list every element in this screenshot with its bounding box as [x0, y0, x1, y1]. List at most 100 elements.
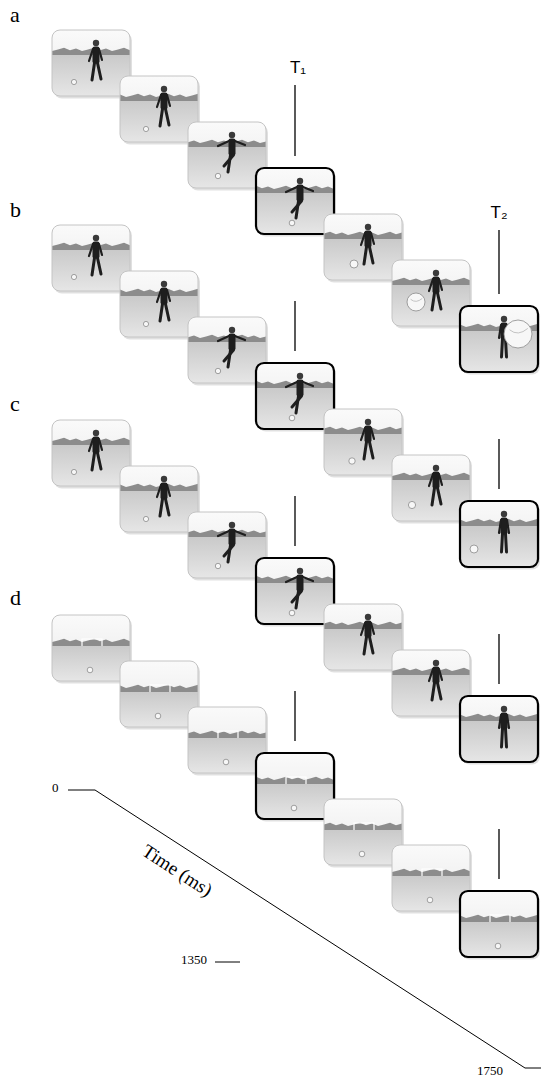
- tree-line: [460, 519, 538, 526]
- t2-marker: [498, 634, 499, 684]
- player-leg: [502, 534, 503, 552]
- field: [256, 387, 334, 429]
- target-frame-border: [256, 168, 334, 234]
- player-head: [229, 327, 235, 333]
- tree-line: [188, 731, 266, 738]
- frame-scene: [460, 696, 538, 762]
- sky: [256, 558, 334, 624]
- player-leg: [364, 247, 367, 264]
- video-frame: [460, 501, 540, 570]
- player-arm: [99, 49, 102, 60]
- player-arm: [439, 279, 442, 290]
- frame-scene: [52, 615, 130, 681]
- player-leg: [502, 339, 503, 357]
- ball: [155, 713, 161, 719]
- goal-posts: [218, 731, 238, 738]
- ball: [143, 126, 148, 131]
- frame-scene: [256, 168, 334, 234]
- player-arm: [361, 233, 365, 245]
- player-arm: [235, 336, 245, 340]
- target-frame-border: [460, 501, 538, 567]
- t2-marker: [498, 230, 499, 294]
- player-leg: [506, 729, 507, 747]
- t1-marker: [294, 496, 295, 546]
- player-head: [501, 706, 507, 712]
- ball: [359, 851, 365, 857]
- field: [256, 783, 334, 819]
- ball-seam: [411, 298, 423, 301]
- sky: [52, 420, 130, 486]
- frame-border: [52, 30, 130, 96]
- player-head: [501, 316, 507, 322]
- sky: [324, 409, 402, 475]
- frame-scene: [460, 891, 538, 957]
- onset-markers: [295, 85, 499, 879]
- goal-posts: [490, 915, 510, 922]
- ball: [289, 415, 295, 421]
- player-arm: [218, 336, 229, 341]
- player-leg: [292, 201, 302, 212]
- frame-scene: [460, 306, 538, 372]
- goal-posts: [354, 823, 374, 830]
- field: [52, 645, 130, 681]
- frame-scene: [256, 558, 334, 624]
- panel-letter: a: [10, 2, 20, 27]
- player-leg: [438, 293, 442, 309]
- player-arm: [99, 439, 102, 450]
- sky: [392, 260, 470, 326]
- axis-tick-label: 1750: [477, 1064, 503, 1079]
- ball: [408, 501, 415, 508]
- t1-marker: [294, 301, 295, 351]
- field: [324, 433, 402, 475]
- player-arm: [499, 715, 501, 728]
- player-leg: [160, 499, 163, 516]
- t1-marker: [294, 691, 295, 741]
- player-arm: [286, 382, 297, 387]
- goal-posts: [82, 639, 102, 646]
- player-leg: [98, 258, 102, 274]
- player-arm: [507, 715, 509, 728]
- frame-scene: [120, 466, 198, 532]
- frame-scene: [324, 409, 402, 475]
- player-leg: [224, 155, 234, 166]
- field: [188, 341, 266, 383]
- player-head: [433, 660, 439, 666]
- goal-posts: [150, 685, 170, 692]
- frame-border: [52, 615, 130, 681]
- panel-letter: c: [10, 391, 20, 416]
- tree-line: [256, 186, 334, 193]
- sky: [120, 76, 198, 142]
- frame-border: [52, 225, 130, 291]
- frame-scene: [324, 604, 402, 670]
- frame-scene: [460, 501, 538, 567]
- sky: [52, 615, 130, 681]
- t2-marker: [498, 829, 499, 879]
- field: [52, 444, 130, 486]
- ball: [215, 368, 220, 373]
- player-arm: [303, 577, 313, 581]
- ball: [504, 320, 532, 348]
- ball: [223, 759, 229, 765]
- player-arm: [507, 520, 509, 533]
- player-leg: [432, 293, 435, 310]
- player-leg: [166, 109, 170, 125]
- player-leg: [98, 453, 102, 469]
- player-leg: [92, 258, 95, 275]
- frame-scene: [188, 317, 266, 383]
- field: [324, 238, 402, 280]
- t2-marker: [498, 439, 499, 489]
- field: [392, 875, 470, 911]
- player-head: [297, 373, 303, 379]
- tree-line: [256, 576, 334, 583]
- target-frame-border: [256, 363, 334, 429]
- player-head: [365, 224, 371, 230]
- player-arm: [89, 49, 93, 61]
- video-frame: [460, 306, 540, 375]
- tree-line: [324, 823, 402, 830]
- player-arm: [157, 485, 161, 497]
- frame-border: [120, 661, 198, 727]
- ball: [143, 321, 148, 326]
- sky: [120, 271, 198, 337]
- target-frame-border: [460, 891, 538, 957]
- field: [392, 479, 470, 521]
